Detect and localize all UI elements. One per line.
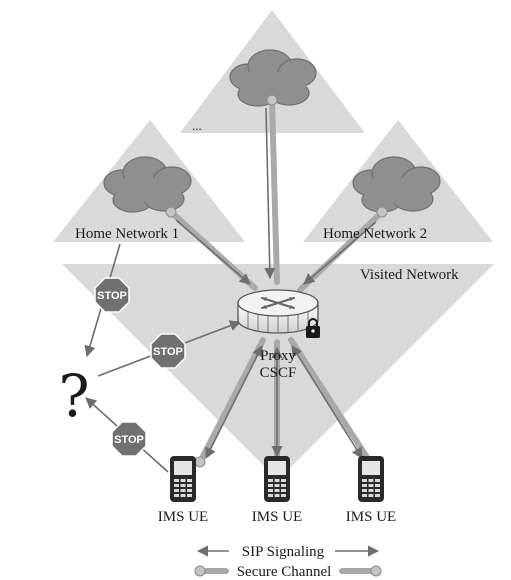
- cscf-label: CSCF: [260, 365, 297, 381]
- phone-icon: [358, 456, 384, 502]
- proxy-label: Proxy: [260, 348, 296, 364]
- stop-sign-label: STOP: [114, 434, 144, 446]
- legend-secure-channel: Secure Channel: [237, 564, 332, 580]
- visited-network-label: Visited Network: [360, 267, 459, 283]
- ims-ue-center-label: IMS UE: [252, 509, 302, 525]
- phone-icon: [170, 456, 196, 502]
- lock-icon: [306, 318, 320, 338]
- stop-sign-icon: STOP: [94, 277, 130, 313]
- ims-ue-left-label: IMS UE: [158, 509, 208, 525]
- cloud-icon: [103, 156, 192, 213]
- stop-sign-icon: STOP: [111, 421, 147, 457]
- legend: SIP Signaling Secure Channel: [194, 544, 382, 580]
- router-icon: [237, 289, 319, 334]
- stop-sign-label: STOP: [97, 290, 127, 302]
- stop-sign-icon: STOP: [150, 333, 186, 369]
- sip-signaling-arrows: [84, 107, 377, 473]
- home-network-1-label: Home Network 1: [75, 226, 179, 242]
- phone-icon: [264, 456, 290, 502]
- cloud-icon: [352, 156, 441, 213]
- secure-channel-top: [269, 97, 280, 285]
- cloud-icon: [229, 49, 317, 107]
- top-network-label: ...: [192, 118, 202, 133]
- legend-sip-signaling: SIP Signaling: [242, 544, 325, 560]
- stop-sign-label: STOP: [153, 346, 183, 358]
- unknown-party-icon: ?: [58, 362, 89, 430]
- home-network-2-label: Home Network 2: [323, 226, 427, 242]
- ims-ue-right-label: IMS UE: [346, 509, 396, 525]
